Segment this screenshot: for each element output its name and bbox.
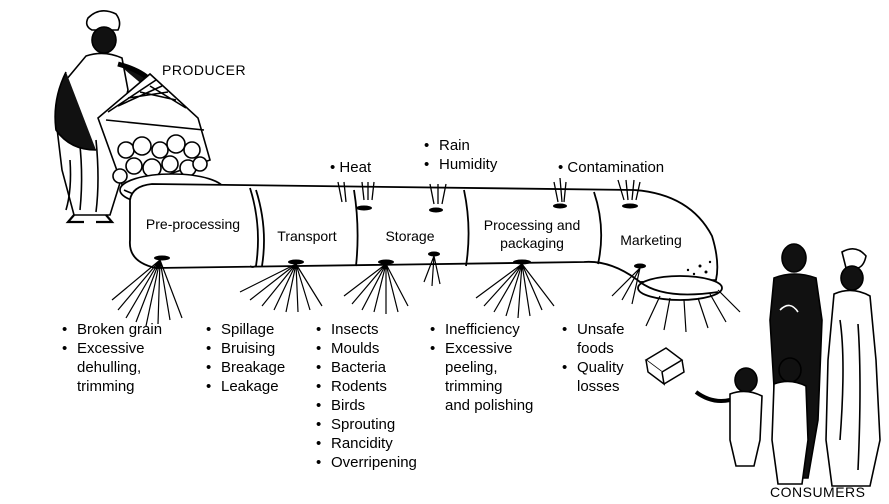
loss-item-storage: Bacteria <box>316 358 417 377</box>
consumers-label: CONSUMERS <box>770 484 866 500</box>
loss-item-storage: Overripening <box>316 453 417 472</box>
loss-item-storage: Sprouting <box>316 415 417 434</box>
stage-label-processing: Processing and packaging <box>483 217 581 251</box>
stage-label-storage: Storage <box>385 228 435 244</box>
stage-label-preprocessing: Pre-processing <box>145 216 241 232</box>
hazard-arrows <box>337 177 641 205</box>
loss-item-preprocessing: Excessive <box>62 339 162 358</box>
stage-label-marketing: Marketing <box>620 232 682 248</box>
hazard-contamination: • Contamination <box>558 159 665 176</box>
loss-list-marketing: UnsafefoodsQualitylosses <box>562 320 625 396</box>
producer-label: PRODUCER <box>162 62 247 78</box>
supply-chain-pipe <box>129 183 723 301</box>
hazard-contamination-text: Contamination <box>567 159 665 176</box>
loss-item-preprocessing: dehulling, <box>77 359 142 376</box>
loss-item-marketing: losses <box>577 378 620 395</box>
loss-item-preprocessing: Broken grain <box>62 320 162 339</box>
loss-item-transport: Leakage <box>206 377 285 396</box>
loss-item-processing: and polishing <box>445 397 534 414</box>
basket-icon <box>97 72 225 207</box>
loss-sprays <box>111 255 741 333</box>
loss-item-marketing: Quality <box>562 358 625 377</box>
loss-list-storage: InsectsMouldsBacteriaRodentsBirdsSprouti… <box>316 320 417 472</box>
hazard-storage-list: Rain Humidity <box>424 136 497 174</box>
producer-figure-icon <box>54 10 160 224</box>
loss-item-transport: Breakage <box>206 358 285 377</box>
loss-list-transport: SpillageBruisingBreakageLeakage <box>206 320 285 396</box>
loss-item-processing: Inefficiency <box>430 320 533 339</box>
hazard-humidity: Humidity <box>424 155 497 174</box>
loss-item-storage: Rancidity <box>316 434 417 453</box>
loss-item-transport: Spillage <box>206 320 285 339</box>
loss-item-storage: Insects <box>316 320 417 339</box>
loss-item-marketing: foods <box>577 340 614 357</box>
loss-item-storage: Birds <box>316 396 417 415</box>
loss-item-transport: Bruising <box>206 339 285 358</box>
stage-label-transport: Transport <box>277 228 337 244</box>
hazard-rain: Rain <box>424 136 497 155</box>
loss-item-processing: trimming <box>445 378 503 395</box>
loss-item-processing: Excessive <box>430 339 533 358</box>
loss-item-storage: Moulds <box>316 339 417 358</box>
loss-item-preprocessing: trimming <box>77 378 135 395</box>
consumers-figure-icon <box>694 243 881 487</box>
hazard-heat-text: Heat <box>339 159 372 176</box>
loss-item-storage: Rodents <box>316 377 417 396</box>
loss-item-marketing: Unsafe <box>562 320 625 339</box>
food-package-icon <box>644 347 685 386</box>
loss-list-preprocessing: Broken grainExcessivedehulling, trimming <box>62 320 162 396</box>
hazard-heat: • Heat <box>330 159 372 176</box>
loss-item-processing: peeling, <box>445 359 498 376</box>
loss-list-processing: InefficiencyExcessivepeeling, trimming and… <box>430 320 533 415</box>
